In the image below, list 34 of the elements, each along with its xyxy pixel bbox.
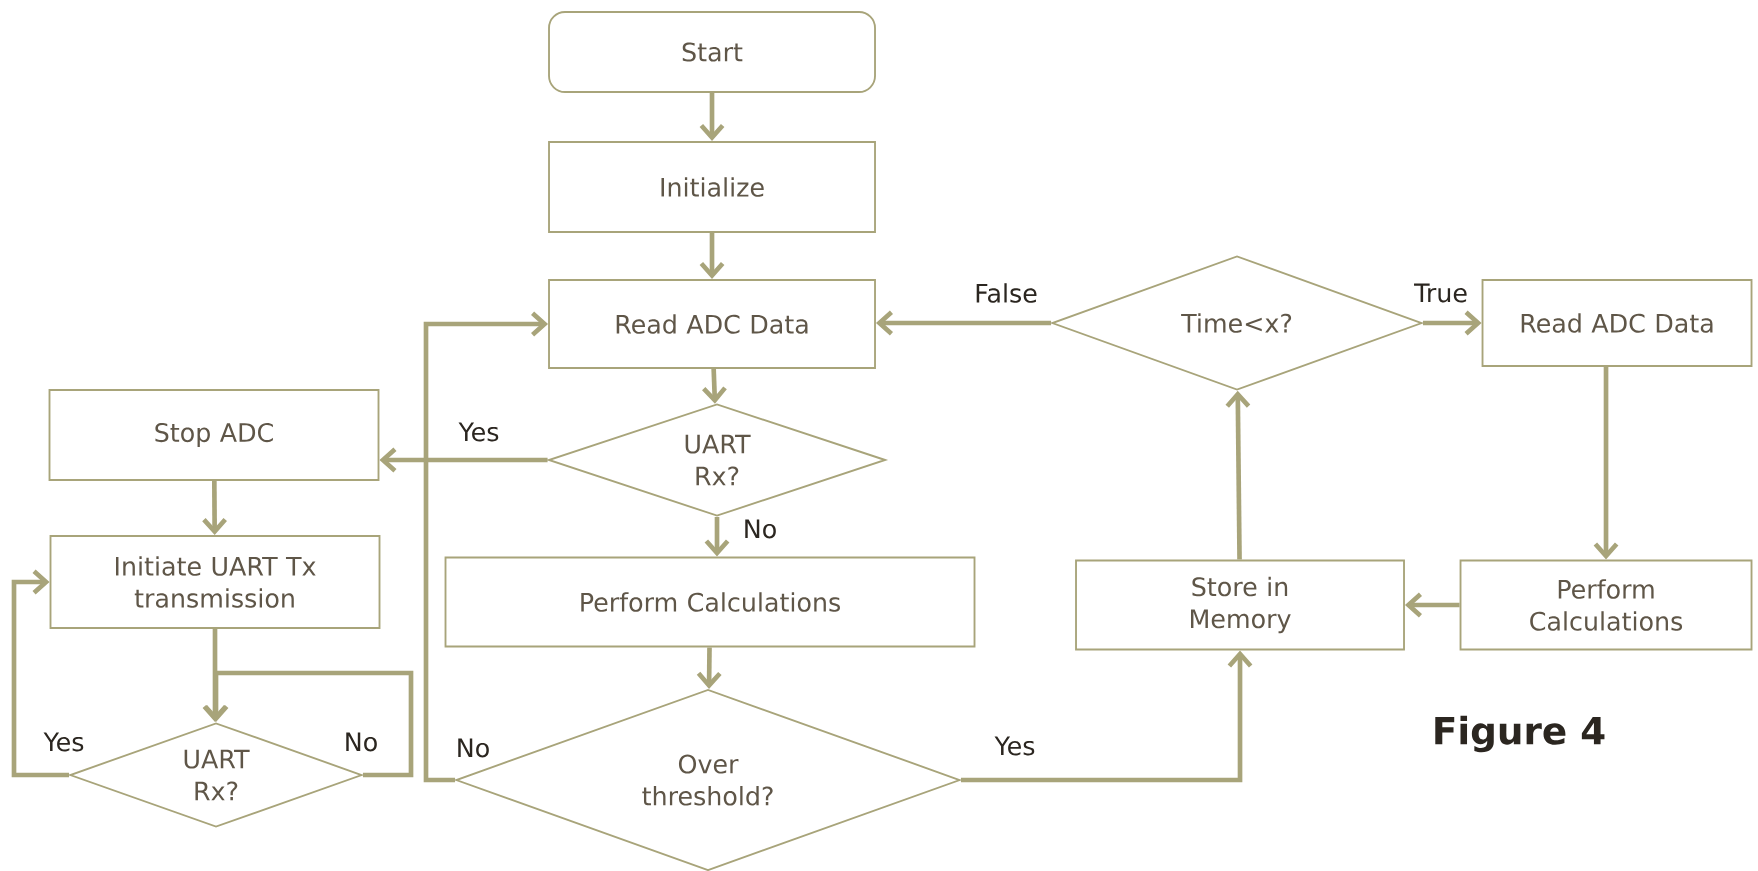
arrow <box>960 650 1253 783</box>
arrow <box>699 92 725 142</box>
arrow <box>423 311 549 783</box>
arrow <box>1404 592 1460 618</box>
edge-label: No <box>745 519 776 539</box>
process-box: Store in Memory <box>1075 559 1405 651</box>
arrow <box>1422 310 1482 336</box>
arrow <box>696 647 722 689</box>
edge-label: Yes <box>458 422 499 442</box>
process-box: Perform Calculations <box>1459 559 1753 651</box>
edge-label: No <box>346 732 377 752</box>
arrow <box>699 232 725 280</box>
process-box: Initiate UART Tx transmission <box>49 535 381 629</box>
figure-label: Figure 4 <box>1435 715 1605 753</box>
arrow <box>379 447 548 473</box>
arrow <box>1225 390 1251 560</box>
start-terminal: Start <box>548 11 876 93</box>
arrow <box>203 670 414 778</box>
process-box: Perform Calculations <box>444 556 976 648</box>
arrow <box>875 310 1052 336</box>
edge-label: No <box>458 738 489 758</box>
edge-label: True <box>1414 283 1467 303</box>
arrow <box>11 569 70 778</box>
edge-label: Yes <box>994 736 1035 756</box>
edge-label: False <box>976 283 1037 303</box>
arrow <box>702 368 727 404</box>
arrow <box>1593 366 1619 560</box>
process-box: Initialize <box>548 141 876 233</box>
edge-label: Yes <box>43 732 84 752</box>
process-box: Read ADC Data <box>548 279 876 369</box>
process-box: Read ADC Data <box>1481 279 1753 367</box>
arrow <box>202 480 227 536</box>
arrow <box>704 516 730 557</box>
process-box: Stop ADC <box>48 389 380 481</box>
